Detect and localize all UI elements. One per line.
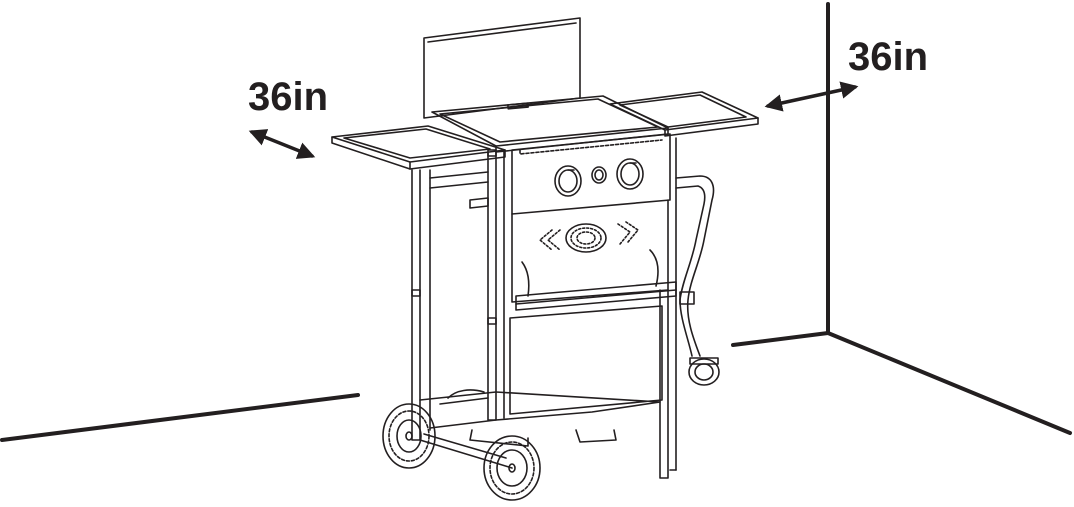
front-body-panel bbox=[511, 199, 669, 303]
right-clearance-arrow bbox=[764, 81, 859, 112]
burner-knob-right bbox=[616, 158, 644, 190]
left-clearance-arrow bbox=[248, 129, 316, 159]
gas-hose bbox=[675, 175, 715, 357]
wheel-front bbox=[483, 435, 541, 501]
floor-line-back bbox=[731, 331, 830, 347]
vent-pattern bbox=[539, 221, 639, 253]
floor-line-right bbox=[826, 331, 1072, 435]
burner-knob-left bbox=[554, 165, 582, 197]
igniter-button bbox=[591, 166, 607, 184]
wheel-rear bbox=[382, 403, 436, 469]
control-panel bbox=[511, 133, 671, 215]
grill-illustration bbox=[331, 17, 759, 501]
right-side-shelf bbox=[609, 91, 759, 137]
regulator bbox=[688, 357, 720, 386]
bottom-shelf bbox=[419, 389, 661, 447]
room-walls bbox=[0, 2, 1072, 442]
left-side-shelf bbox=[331, 125, 506, 170]
cross-bars bbox=[429, 171, 489, 209]
hose-clip bbox=[679, 291, 695, 305]
left-clearance-label: 36in bbox=[248, 75, 328, 119]
floor-line-left bbox=[0, 393, 360, 442]
right-clearance-label: 36in bbox=[848, 35, 928, 79]
cabinet-panel bbox=[509, 305, 663, 415]
axle bbox=[419, 433, 513, 469]
